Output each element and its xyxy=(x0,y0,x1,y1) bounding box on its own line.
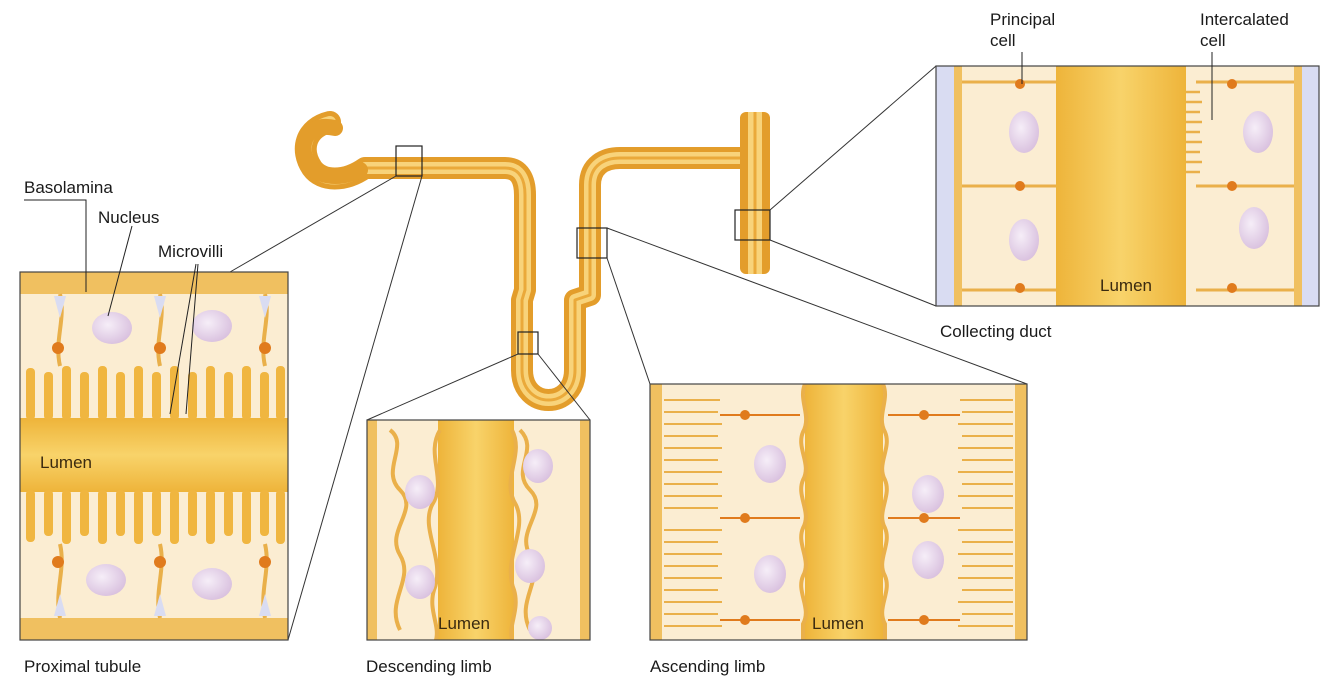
ascending-junctions xyxy=(740,410,929,625)
ascending-nuclei xyxy=(754,445,944,593)
box-collecting xyxy=(734,209,771,241)
descending-lumen-label: Lumen xyxy=(438,614,490,633)
nephron-tubule xyxy=(294,111,771,411)
panel-ascending xyxy=(649,383,1028,641)
descending-nuclei xyxy=(405,449,553,640)
ascending-limb-caption: Ascending limb xyxy=(650,657,766,676)
collecting-junctions xyxy=(1015,79,1237,293)
microvilli-top xyxy=(26,366,285,420)
proximal-lumen-label: Lumen xyxy=(40,453,92,472)
descending-lumen xyxy=(438,420,514,640)
panel-descending xyxy=(366,419,591,641)
principal-cell-label-line2: cell xyxy=(990,31,1016,50)
tubule-lumen-line xyxy=(363,156,747,402)
connector-lines xyxy=(229,65,1028,641)
label-pointers xyxy=(24,52,1213,415)
proximal-lumen xyxy=(20,418,288,492)
collecting-lumen-label: Lumen xyxy=(1100,276,1152,295)
panel-proximal xyxy=(19,271,289,641)
collecting-lumen xyxy=(1056,66,1186,306)
bowman-capsule xyxy=(295,118,368,184)
principal-cell-label-line1: Principal xyxy=(990,10,1056,29)
collecting-nuclei xyxy=(1009,111,1273,261)
descending-limb-caption: Descending limb xyxy=(366,657,492,676)
box-proximal xyxy=(395,145,423,177)
ascending-lumen xyxy=(805,384,883,640)
intercalated-cell-label-line2: cell xyxy=(1200,31,1226,50)
microvilli-label: Microvilli xyxy=(158,242,224,261)
panel-collecting xyxy=(935,65,1320,307)
microvilli-bottom xyxy=(26,490,285,544)
box-descending xyxy=(517,331,539,355)
proximal-junctions xyxy=(52,342,271,568)
basolamina-label: Basolamina xyxy=(24,178,113,197)
ascending-lumen-label: Lumen xyxy=(812,614,864,633)
nucleus-label: Nucleus xyxy=(98,208,160,227)
box-ascending xyxy=(576,227,608,259)
proximal-tubule-caption: Proximal tubule xyxy=(24,657,142,676)
intercalated-cell-label-line1: Intercalated xyxy=(1200,10,1289,29)
collecting-duct-caption: Collecting duct xyxy=(940,322,1052,341)
proximal-nuclei xyxy=(86,310,232,600)
